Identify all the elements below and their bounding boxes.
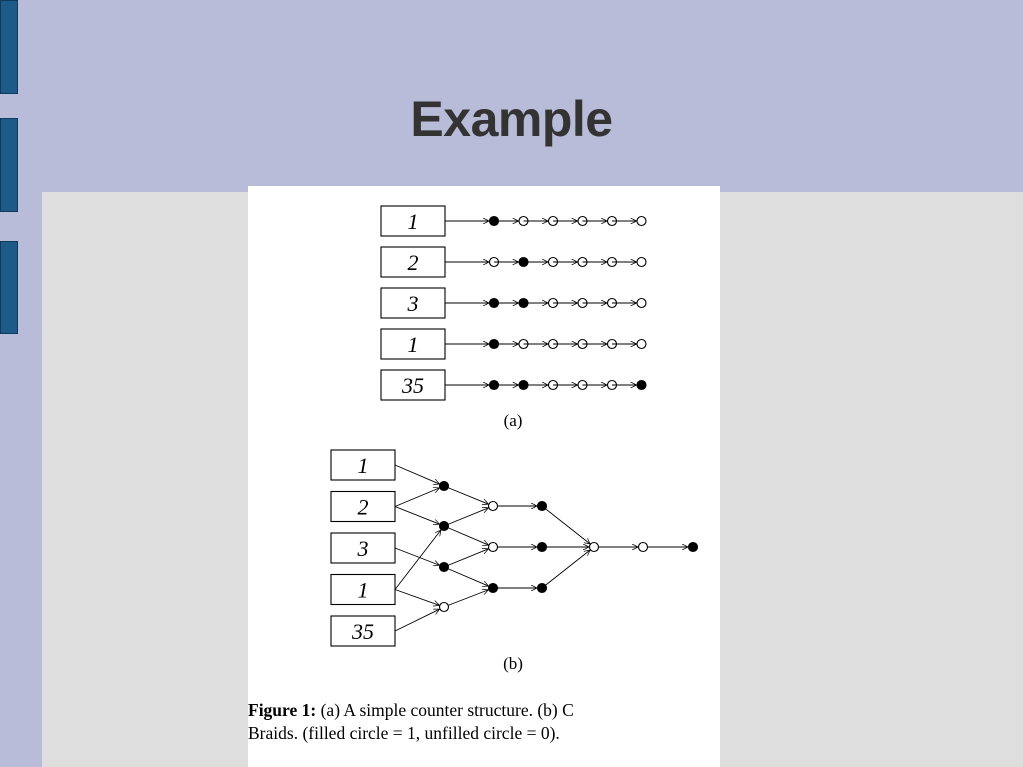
bit-b-l3-0 bbox=[536, 500, 548, 512]
slide-tab-2 bbox=[0, 118, 18, 212]
counter-b-0-box bbox=[330, 449, 396, 481]
bit-b-tail-1 bbox=[637, 541, 649, 553]
panel-b: 1 2 3 1 35 bbox=[330, 449, 699, 647]
counter-a-1-value: 2 bbox=[408, 250, 419, 275]
edge-b-l3-2-tail bbox=[541, 550, 590, 589]
counter-a-4-box bbox=[380, 369, 446, 401]
figure: 1 2 3 1 35 1 2 3 1 35 (a) (b) Figure 1: (a) A si… bbox=[248, 186, 720, 767]
figure-caption: Figure 1: (a) A simple counter structure… bbox=[248, 699, 720, 745]
bit-a-4-5 bbox=[636, 379, 647, 391]
edge-b-c3-l1-3 bbox=[394, 589, 439, 606]
counter-a-0-value: 1 bbox=[408, 209, 419, 234]
panel-a-label: (a) bbox=[504, 411, 523, 430]
edge-b-c1-l1-1 bbox=[394, 506, 439, 524]
bit-a-2-5 bbox=[636, 297, 647, 309]
slide-title: Example bbox=[410, 91, 613, 147]
edge-b-l1-1-l2-0 bbox=[443, 508, 488, 527]
edge-b-c0-l1-0 bbox=[394, 464, 439, 484]
bit-b-l3-1 bbox=[536, 541, 548, 553]
slide-tab-3 bbox=[0, 241, 18, 334]
counter-b-1-value: 2 bbox=[358, 495, 369, 520]
edge-b-l1-0-l2-0 bbox=[443, 485, 488, 504]
counter-b-4-value: 35 bbox=[351, 619, 374, 644]
edge-b-l1-2-l2-1 bbox=[443, 549, 488, 568]
edge-b-l3-0-tail bbox=[541, 505, 590, 544]
bit-b-l2-0 bbox=[487, 500, 499, 512]
edge-b-c4-l1-3 bbox=[394, 609, 439, 632]
caption-line-1: Figure 1: (a) A simple counter structure… bbox=[248, 699, 720, 722]
bit-b-l1-2 bbox=[438, 561, 450, 573]
edge-b-c3-l1-1 bbox=[394, 530, 441, 590]
counter-b-0-value: 1 bbox=[358, 453, 369, 478]
bit-a-3-5 bbox=[636, 338, 647, 350]
counter-b-3-box bbox=[330, 573, 396, 606]
bit-b-l3-2 bbox=[536, 582, 548, 594]
bit-a-1-5 bbox=[636, 256, 647, 268]
figure-diagram: 1 2 3 1 35 1 2 3 1 35 (a) (b) bbox=[330, 205, 699, 673]
counter-b-2-value: 3 bbox=[357, 536, 369, 561]
edge-b-l1-3-l2-2 bbox=[443, 590, 488, 608]
bit-b-tail-2 bbox=[687, 541, 699, 553]
counter-a-2-value: 3 bbox=[407, 291, 419, 316]
panel-a: 1 2 3 1 35 bbox=[380, 205, 647, 401]
edge-b-c2-l1-2 bbox=[394, 547, 439, 565]
bit-b-l1-1 bbox=[438, 520, 450, 532]
bit-b-l1-3 bbox=[438, 601, 450, 613]
panel-b-label: (b) bbox=[503, 654, 523, 673]
caption-line-2: Braids. (filled circle = 1, unfilled cir… bbox=[248, 723, 560, 743]
bit-b-l1-0 bbox=[438, 480, 450, 492]
caption-line-1-text: (a) A simple counter structure. (b) C bbox=[316, 700, 574, 720]
bit-a-0-5 bbox=[636, 215, 647, 227]
caption-figure-number: Figure 1: bbox=[248, 700, 317, 720]
edge-b-l1-1-l2-1 bbox=[443, 525, 488, 545]
edge-b-l1-2-l2-2 bbox=[443, 566, 488, 586]
bit-b-l2-2 bbox=[487, 582, 499, 594]
counter-a-3-box bbox=[380, 328, 446, 360]
counter-a-4-value: 35 bbox=[401, 373, 424, 398]
slide-tab-1 bbox=[0, 0, 18, 94]
edge-b-c1-l1-0 bbox=[394, 488, 439, 507]
title-band bbox=[0, 0, 1023, 192]
counter-a-3-value: 1 bbox=[408, 332, 419, 357]
bit-b-l2-1 bbox=[487, 541, 499, 553]
bit-b-tail-0 bbox=[588, 541, 600, 553]
counter-b-3-value: 1 bbox=[358, 578, 369, 603]
